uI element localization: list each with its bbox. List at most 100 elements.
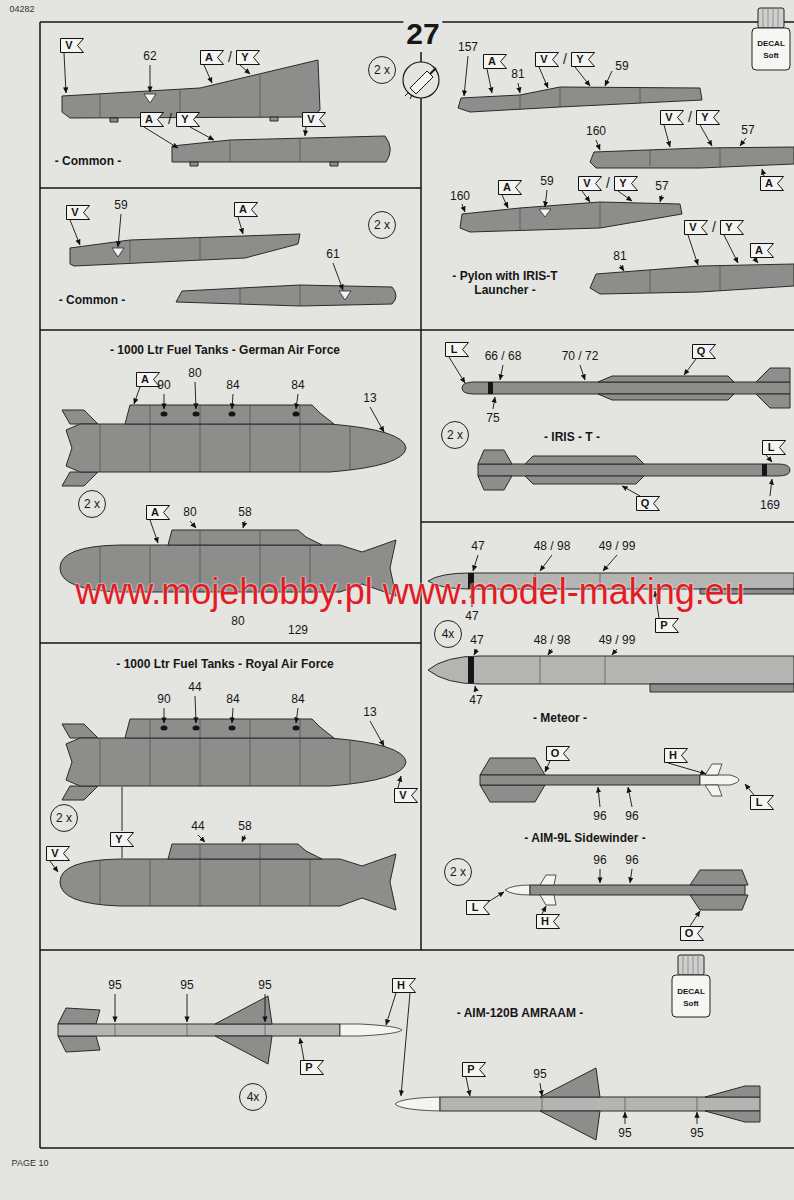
color-flag: Y	[236, 50, 260, 65]
callout-number: 66 / 68	[485, 349, 522, 363]
color-code: A	[483, 54, 501, 69]
leader-line	[690, 911, 700, 926]
quantity-circle: 2 x	[368, 56, 396, 84]
decal-label: DECAL	[677, 987, 705, 997]
leader-line	[50, 861, 58, 872]
fuel-tank	[60, 405, 406, 910]
leader-line	[401, 993, 410, 1096]
color-code: Y	[720, 220, 738, 235]
callout-number: 160	[586, 124, 606, 138]
leader-line	[474, 649, 477, 655]
color-code: P	[462, 1062, 480, 1077]
callout-number: 59	[114, 198, 127, 212]
leader-line	[754, 258, 758, 263]
color-code: L	[762, 440, 780, 455]
leader-line	[575, 67, 590, 86]
pylon-part	[176, 285, 396, 306]
flag-outline	[484, 55, 507, 69]
leader-line	[688, 235, 698, 265]
fuel-tank	[60, 844, 396, 910]
decal-soft-bottle	[678, 955, 704, 975]
flag-link-line	[122, 787, 123, 858]
color-code: V	[660, 110, 678, 125]
leader-line	[190, 127, 214, 140]
pylon-part	[339, 291, 351, 300]
leader-line	[625, 1112, 626, 1124]
callout-number: 95	[618, 1126, 631, 1140]
leader-line	[190, 521, 196, 528]
leader-line	[582, 191, 590, 202]
flag-outline	[536, 53, 559, 67]
callout-number: 81	[613, 249, 626, 263]
quantity-text: 2 x	[51, 805, 77, 831]
flag-outline	[537, 915, 560, 929]
callout-number: 47	[471, 539, 484, 553]
callout-number: 47	[465, 609, 478, 623]
amraam-missile	[58, 996, 760, 1140]
callout-number: 59	[540, 174, 553, 188]
instruction-panel: - 1000 Ltr Fuel Tanks - Royal Air ForceV…	[40, 643, 421, 950]
pylon-part	[590, 264, 794, 294]
leader-line	[195, 696, 196, 723]
color-code: V	[66, 205, 84, 220]
color-flag: V	[578, 176, 602, 191]
flag-outline	[637, 497, 660, 511]
color-flag: V	[60, 38, 84, 53]
instruction-panel: - Common -VAY2 xAYV	[40, 22, 421, 188]
flag-outline	[67, 206, 90, 220]
quantity-text: 2 x	[79, 491, 105, 517]
leader-line	[240, 65, 250, 74]
flag-outline	[681, 927, 704, 941]
quantity-text: 4x	[435, 621, 461, 647]
panel-heading: - Common -	[55, 154, 122, 168]
flag-outline	[751, 244, 774, 258]
color-code: V	[394, 788, 412, 803]
flag-separator: /	[606, 176, 610, 190]
meteor-missile	[468, 657, 474, 683]
flag-outline	[572, 53, 595, 67]
flag-outline	[579, 177, 602, 191]
pylon-part	[100, 75, 260, 117]
color-flag: Y	[614, 176, 638, 191]
color-code: V	[60, 38, 78, 53]
flag-outline	[721, 221, 744, 235]
page-number: 04282	[9, 2, 34, 16]
leader-line	[622, 486, 640, 496]
color-flag: V	[46, 846, 70, 861]
iris-t-missile	[756, 368, 790, 408]
leader-line	[164, 394, 165, 409]
callout-number: 129	[288, 623, 308, 637]
callout-number: 80	[188, 366, 201, 380]
panel-frame	[40, 22, 794, 1148]
color-flag: Y	[571, 52, 595, 67]
leader-line	[242, 835, 245, 842]
instruction-panel: - Common -VA2 x	[40, 188, 421, 330]
flag-outline	[467, 901, 490, 915]
color-flag: Y	[720, 220, 744, 235]
color-code: V	[578, 176, 596, 191]
color-flag: Q	[636, 496, 660, 511]
sidewinder-missile	[505, 885, 530, 895]
flag-outline	[763, 441, 786, 455]
pylon-part	[230, 138, 300, 162]
flag-outline	[61, 39, 84, 53]
callout-number: 160	[450, 189, 470, 203]
instruction-panel: - AIM-120B AMRAAM -HP4xP	[40, 950, 794, 1148]
color-flag: Y	[110, 832, 134, 847]
pylon-part	[458, 87, 702, 112]
quantity-circle: 2 x	[368, 211, 396, 239]
flag-outline	[237, 51, 260, 65]
callout-number: 96	[625, 809, 638, 823]
color-code: V	[46, 846, 64, 861]
callout-number: 58	[238, 819, 251, 833]
color-flag: A	[136, 372, 160, 387]
color-flag: H	[536, 914, 560, 929]
leader-line	[464, 56, 468, 96]
amraam-missile	[540, 1068, 600, 1140]
callout-number: 84	[291, 378, 304, 392]
color-code: Y	[176, 112, 194, 127]
leader-line	[243, 521, 245, 528]
color-code: O	[546, 746, 564, 761]
flag-outline	[685, 221, 708, 235]
decal-soft-bottle	[752, 28, 790, 70]
